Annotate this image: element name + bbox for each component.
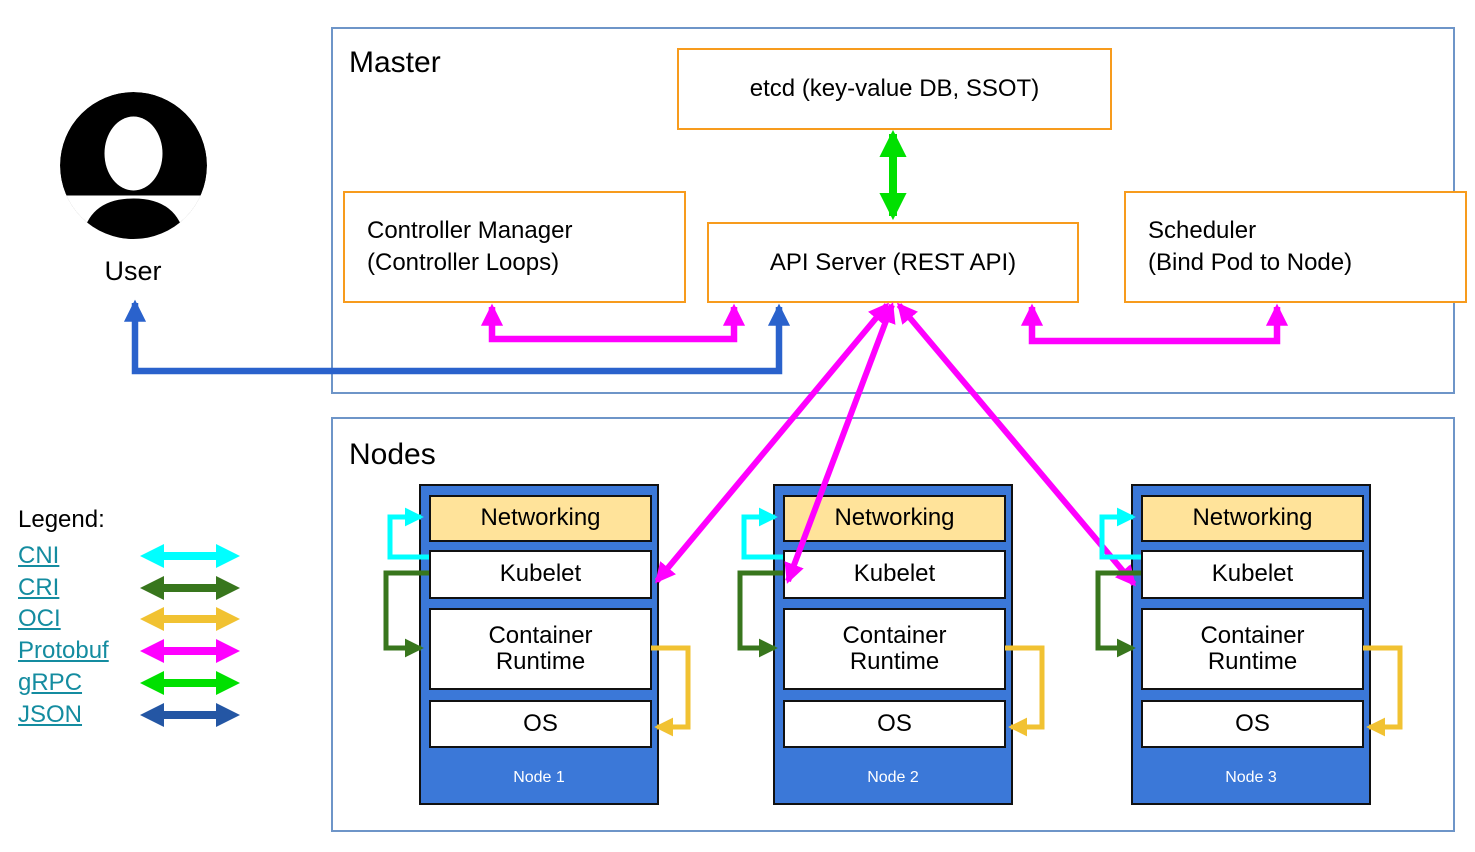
os-layer: OS <box>429 700 652 748</box>
controller-manager-label-line2: (Controller Loops) <box>367 249 560 276</box>
scheduler-box: Scheduler (Bind Pod to Node) <box>1124 191 1467 303</box>
legend-item-cri: CRI <box>18 572 240 604</box>
scheduler-label-line2: (Bind Pod to Node) <box>1148 249 1353 276</box>
legend-item-protobuf: Protobuf <box>18 635 240 667</box>
nodes-section-title: Nodes <box>349 438 436 471</box>
controller-manager-box: Controller Manager (Controller Loops) <box>343 191 686 303</box>
protobuf-link[interactable]: Protobuf <box>18 637 109 665</box>
master-section-title: Master <box>349 46 441 79</box>
legend-item-grpc: gRPC <box>18 667 240 699</box>
cni-arrow-icon <box>140 543 240 568</box>
container-runtime-layer: Container Runtime <box>1141 608 1364 690</box>
grpc-arrow-icon <box>140 671 240 696</box>
networking-layer: Networking <box>429 495 652 542</box>
json-arrow-icon <box>140 702 240 727</box>
etcd-label: etcd (key-value DB, SSOT) <box>749 75 1040 103</box>
networking-layer: Networking <box>783 495 1006 542</box>
node-1: Networking Kubelet Container Runtime OS … <box>419 484 659 805</box>
kubelet-layer: Kubelet <box>1141 550 1364 599</box>
os-layer: OS <box>783 700 1006 748</box>
node-name: Node 1 <box>513 769 565 786</box>
etcd-box: etcd (key-value DB, SSOT) <box>677 48 1112 130</box>
kubelet-layer: Kubelet <box>783 550 1006 599</box>
cri-arrow-icon <box>140 575 240 600</box>
legend-item-json: JSON <box>18 699 240 731</box>
legend-title: Legend: <box>18 506 105 533</box>
cri-link[interactable]: CRI <box>18 573 60 601</box>
api-server-label: API Server (REST API) <box>769 248 1017 276</box>
oci-arrow-icon <box>140 607 240 632</box>
container-runtime-layer: Container Runtime <box>783 608 1006 690</box>
protobuf-arrow-icon <box>140 639 240 664</box>
node-name: Node 2 <box>867 769 919 786</box>
networking-layer: Networking <box>1141 495 1364 542</box>
container-runtime-layer: Container Runtime <box>429 608 652 690</box>
legend-item-oci: OCI <box>18 604 240 636</box>
user-label: User <box>104 256 162 286</box>
cni-link[interactable]: CNI <box>18 541 60 569</box>
controller-manager-label-line1: Controller Manager <box>367 217 573 245</box>
scheduler-label-line1: Scheduler <box>1148 217 1257 245</box>
kubelet-layer: Kubelet <box>429 550 652 599</box>
legend: Legend: CNI CRI OCI Protobuf gRP <box>18 506 240 731</box>
node-3: Networking Kubelet Container Runtime OS … <box>1131 484 1371 805</box>
node-name: Node 3 <box>1225 769 1277 786</box>
os-layer: OS <box>1141 700 1364 748</box>
json-link[interactable]: JSON <box>18 700 83 728</box>
node-2: Networking Kubelet Container Runtime OS … <box>773 484 1013 805</box>
grpc-link[interactable]: gRPC <box>18 669 83 697</box>
legend-item-cni: CNI <box>18 540 240 572</box>
oci-link[interactable]: OCI <box>18 605 61 633</box>
user-icon <box>60 92 207 239</box>
api-server-box: API Server (REST API) <box>707 222 1079 303</box>
